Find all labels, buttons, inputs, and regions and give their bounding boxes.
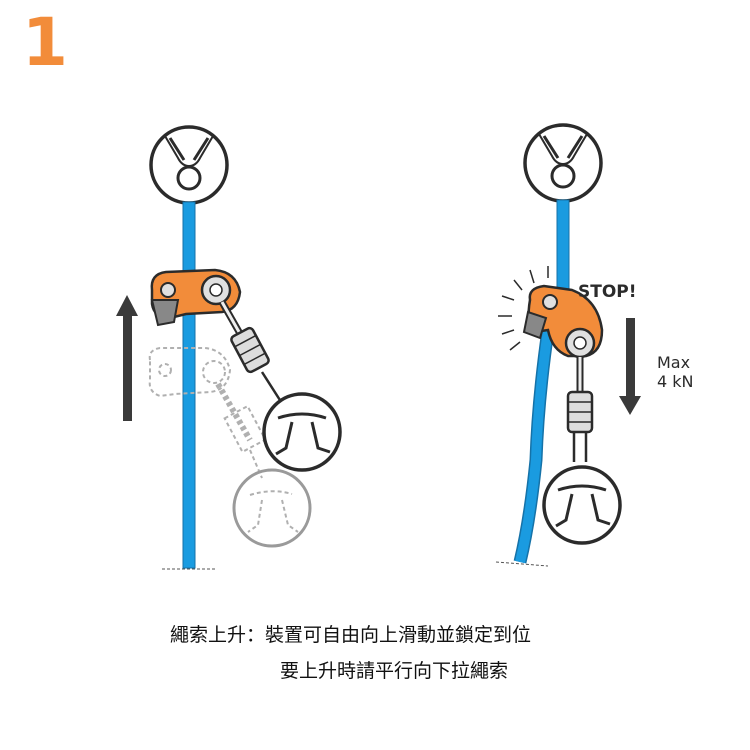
- stop-label: STOP!: [578, 282, 637, 302]
- right-rope-upper: [556, 199, 570, 301]
- right-anchor-icon: [523, 123, 603, 203]
- left-rope: [182, 201, 196, 569]
- right-scene: STOP! Max 4 kN: [495, 123, 694, 567]
- caption-line-2: 要上升時請平行向下拉繩索: [280, 660, 509, 682]
- right-down-arrow-icon: [619, 318, 641, 415]
- right-shock-lines: [498, 266, 549, 351]
- left-scene: [116, 125, 342, 570]
- left-device: [150, 268, 342, 472]
- force-label-line1: Max: [657, 353, 690, 372]
- right-device: [522, 284, 622, 545]
- left-anchor-icon: [149, 125, 229, 205]
- left-up-arrow-icon: [116, 295, 138, 421]
- force-label-line2: 4 kN: [657, 372, 694, 391]
- step-number: 1: [22, 4, 68, 81]
- left-ghost-device: [148, 347, 312, 548]
- caption-line-1: 繩索上升：裝置可自由向上滑動並鎖定到位: [170, 624, 532, 646]
